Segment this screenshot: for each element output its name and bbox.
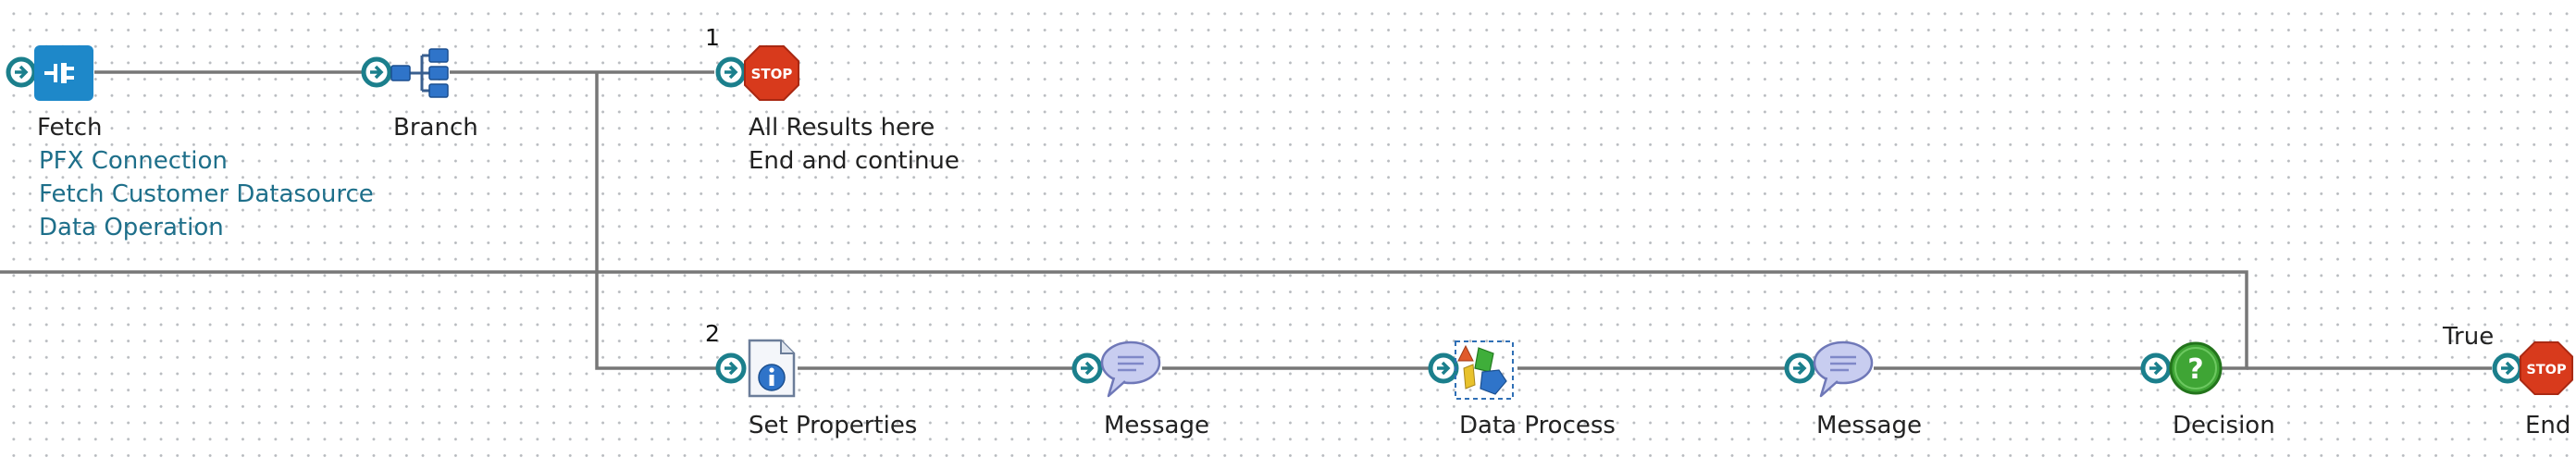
line-branch-down-to-set-properties[interactable] [595,72,716,370]
stop-sign-text: STOP [751,66,793,82]
end-stop-sign-text: STOP [2526,363,2567,377]
stop-sign-icon[interactable]: STOP [2519,340,2574,396]
question-mark-icon[interactable]: ? [2168,340,2223,396]
info-document-icon[interactable] [746,339,798,400]
data-process-input-port-icon[interactable] [1428,352,1459,384]
set-properties-label: Set Properties [749,412,918,439]
message-one-label: Message [1104,412,1209,439]
set-properties-input-port-icon[interactable] [715,352,747,384]
stop-label-line-1: All Results here [749,114,935,142]
speech-bubble-icon[interactable] [1097,339,1162,400]
stop-sign-icon[interactable]: STOP [743,44,800,102]
message-two-label: Message [1816,412,1922,439]
fetch-operation-link[interactable]: Fetch Customer Datasource [39,180,374,208]
fetch-input-port-icon[interactable] [6,56,37,88]
stop-label-line-2: End and continue [749,147,960,175]
branch-label: Branch [393,114,478,142]
decision-label: Decision [2173,412,2275,439]
speech-bubble-icon[interactable] [1810,339,1875,400]
message-one-input-port-icon[interactable] [1071,352,1103,384]
fetch-connection-link[interactable]: PFX Connection [39,147,228,175]
branch-number-2: 2 [705,320,720,347]
stop-input-port-icon[interactable] [715,56,747,88]
decision-input-port-icon[interactable] [2140,352,2172,384]
line-decision-loop-back[interactable] [0,270,2248,370]
data-process-label: Data Process [1459,412,1616,439]
decision-glyph: ? [2187,353,2203,386]
end-label: End [2525,412,2571,439]
data-process-icon[interactable] [1455,340,1514,400]
branch-input-port-icon[interactable] [361,56,392,88]
fetch-action-link[interactable]: Data Operation [39,214,224,241]
message-two-input-port-icon[interactable] [1784,352,1815,384]
fetch-label: Fetch [37,114,103,142]
branch-icon[interactable] [389,48,450,98]
true-path-label: True [2443,323,2495,351]
connector-plug-icon[interactable] [33,44,94,102]
branch-number-1: 1 [705,24,720,51]
